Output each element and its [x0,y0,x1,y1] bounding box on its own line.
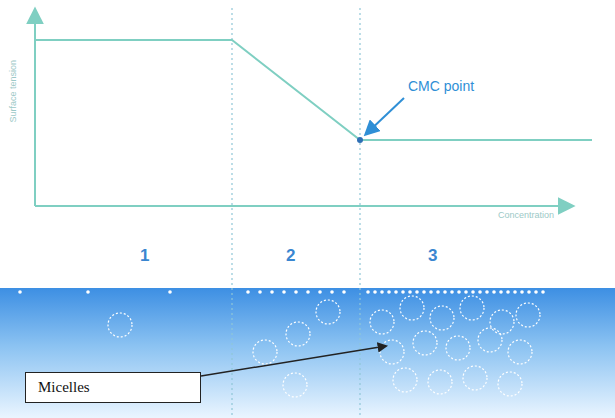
surfactant-molecule [373,290,377,294]
region-divider [359,8,360,418]
micelle [516,303,540,327]
surfactant-molecule [18,290,22,294]
surfactant-molecule [294,290,298,294]
micelle [463,366,487,390]
leader-arrow [201,346,386,376]
micelle [393,368,417,392]
surfactant-molecule [457,290,461,294]
micelle [490,310,514,334]
surfactant-molecule [342,290,346,294]
micelle [286,322,310,346]
surfactant-molecule [394,290,398,294]
surfactant-molecule [86,290,90,294]
micelle [253,340,277,364]
surfactant-molecule [464,290,468,294]
micelle [400,296,424,320]
surfactant-molecule [499,290,503,294]
micelle [428,370,452,394]
surfactant-molecule [401,290,405,294]
surfactant-molecule [443,290,447,294]
micelle [108,313,132,337]
cmc-pointer-arrow [366,98,404,134]
surfactant-molecule [366,290,370,294]
surfactant-molecule [330,290,334,294]
surfactant-molecule [258,290,262,294]
surfactant-molecule [270,290,274,294]
surfactant-molecule [380,290,384,294]
cmc-point-dot [357,137,363,143]
x-axis [35,205,572,207]
region-number: 1 [140,246,149,266]
micelle [508,340,532,364]
surface-molecules [18,290,545,294]
surfactant-molecule [306,290,310,294]
surfactant-molecule [168,290,172,294]
region-divider [231,8,232,418]
surfactant-molecule [415,290,419,294]
surfactant-molecule [408,290,412,294]
surfactant-molecule [318,290,322,294]
water-body [0,288,615,418]
surfactant-molecule [246,290,250,294]
micelle [283,373,307,397]
surfactant-molecule [520,290,524,294]
surfactant-molecule [282,290,286,294]
region-number: 3 [428,246,437,266]
y-axis-title: Surface tension [8,60,18,123]
surfactant-molecule [387,290,391,294]
cmc-label: CMC point [408,78,474,94]
micelle [478,328,502,352]
micelle [446,336,470,360]
surfactant-molecule [492,290,496,294]
surfactant-molecule [429,290,433,294]
surfactant-molecule [436,290,440,294]
micelle [498,372,522,396]
micelle [413,331,437,355]
surfactant-molecule [506,290,510,294]
surfactant-molecule [527,290,531,294]
region-number: 2 [286,246,295,266]
surfactant-molecule [471,290,475,294]
x-axis-title: Concentration [498,210,554,220]
callout-box: Micelles [25,372,201,403]
surfactant-molecule [534,290,538,294]
micelle [460,296,484,320]
surfactant-molecule [485,290,489,294]
surface-tension-curve [35,40,592,140]
micelle [316,300,340,324]
surfactant-molecule [422,290,426,294]
surfactant-molecule [513,290,517,294]
surfactant-molecule [541,290,545,294]
callout-text: Micelles [38,379,188,396]
surfactant-molecule [478,290,482,294]
surfactant-molecule [450,290,454,294]
micelle [430,306,454,330]
micelle [370,310,394,334]
micelle [380,340,404,364]
